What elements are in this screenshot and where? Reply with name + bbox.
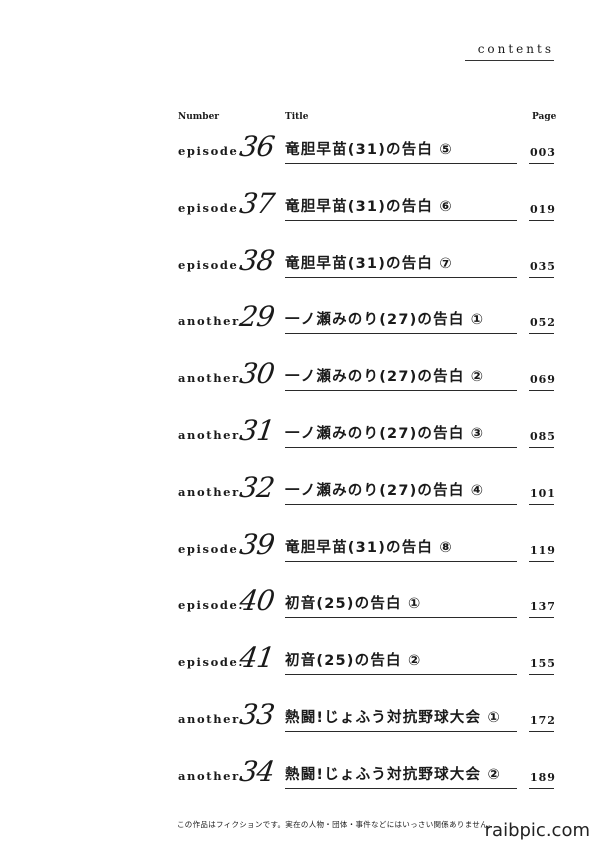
page-underline [529,276,554,278]
page-underline [529,617,554,619]
entry-number: 40 [237,584,276,618]
entry-prefix: another. [178,484,245,499]
entry-prefix: another. [178,428,245,442]
entry-prefix: another. [178,712,245,726]
entry-title: 初音(25)の告白 ① [285,596,422,613]
title-underline [285,560,517,562]
title-underline [285,447,517,448]
entry-page: 069 [530,373,556,387]
entry-number: 34 [237,754,276,788]
entry-page: 035 [530,259,556,273]
toc-entry[interactable]: episode.40 初音(25)の告白 ① 137 [0,578,600,619]
toc-entry[interactable]: episode.41 初音(25)の告白 ② 155 [0,635,600,676]
toc-entry[interactable]: episode.36 竜胆早苗(31)の告白 ⑤ 003 [0,124,600,164]
entry-page: 052 [530,316,556,330]
entry-page: 003 [530,146,556,159]
entry-page: 019 [530,202,556,216]
entry-title: 一ノ瀬みのり(27)の告白 ② [285,369,485,386]
title-underline [285,617,517,619]
toc-entry[interactable]: another.34 熱闘!じょふう対抗野球大会 ② 189 [0,749,600,789]
entry-page: 085 [530,430,556,443]
column-header-number: Number [178,112,220,122]
page-underline [529,333,554,335]
toc-entry[interactable]: another.33 熱闘!じょふう対抗野球大会 ① 172 [0,692,600,732]
column-header-page: Page [532,112,557,122]
title-underline [285,276,517,278]
toc-entry[interactable]: another.32 一ノ瀬みのり(27)の告白 ④ 101 [0,465,600,505]
entry-page: 101 [530,486,556,500]
entry-page: 155 [530,657,556,671]
entry-prefix: episode. [178,655,245,670]
title-underline [285,219,517,221]
entry-title: 一ノ瀬みのり(27)の告白 ③ [285,426,485,442]
entry-title: 一ノ瀬みのり(27)の告白 ① [285,312,485,329]
entry-title: 竜胆早苗(31)の告白 ⑦ [285,255,453,272]
entry-number: 31 [237,414,276,447]
entry-prefix: episode. [178,257,245,272]
title-underline [285,503,517,505]
entry-number: 30 [237,357,276,391]
toc-entry[interactable]: episode.39 竜胆早苗(31)の告白 ⑧ 119 [0,522,600,562]
entry-title: 初音(25)の告白 ② [285,653,422,670]
entry-page: 172 [530,714,556,727]
title-underline [285,787,517,789]
entry-title: 熱闘!じょふう対抗野球大会 ② [285,766,501,783]
entry-number: 29 [237,300,276,334]
toc-entry[interactable]: another.31 一ノ瀬みのり(27)の告白 ③ 085 [0,408,600,448]
title-underline [285,390,517,392]
entry-number: 32 [237,470,276,504]
entry-title: 竜胆早苗(31)の告白 ⑥ [285,198,453,215]
entry-title: 熱闘!じょふう対抗野球大会 ① [285,710,501,726]
disclaimer: この作品はフィクションです。実在の人物・団体・事件などにはいっさい関係ありません… [177,820,496,829]
entry-title: 一ノ瀬みのり(27)の告白 ④ [285,482,485,499]
entry-page: 189 [530,770,556,784]
entry-title: 竜胆早苗(31)の告白 ⑤ [285,142,453,158]
title-underline [285,333,517,335]
entry-prefix: episode. [178,144,245,158]
entry-number: 39 [237,527,276,561]
watermark: raibpic.com [484,820,590,841]
entry-number: 37 [237,186,276,220]
entry-prefix: episode. [178,541,245,556]
page-underline [529,503,554,505]
page-underline [529,674,554,676]
entry-prefix: episode. [178,598,245,613]
toc-entry[interactable]: another.30 一ノ瀬みのり(27)の告白 ② 069 [0,351,600,392]
entry-prefix: another. [178,768,245,783]
page-underline [529,731,554,732]
entry-prefix: episode. [178,200,245,215]
entry-number: 36 [237,130,276,163]
entry-number: 41 [237,641,276,675]
entry-title: 竜胆早苗(31)の告白 ⑧ [285,539,453,556]
entry-prefix: another. [178,371,245,386]
title-underline [285,163,517,164]
title-underline [285,731,517,732]
page-underline [529,787,554,789]
toc-entry[interactable]: another.29 一ノ瀬みのり(27)の告白 ① 052 [0,294,600,335]
toc-entry[interactable]: episode.37 竜胆早苗(31)の告白 ⑥ 019 [0,181,600,221]
title-underline [285,674,517,676]
column-header-title: Title [285,112,309,122]
toc-entry[interactable]: episode.38 竜胆早苗(31)の告白 ⑦ 035 [0,238,600,278]
entry-page: 119 [530,543,556,557]
page-underline [529,390,554,392]
page-underline [529,163,554,164]
entry-number: 33 [237,698,276,731]
header-rule [465,60,554,61]
contents-header: contents [477,42,554,56]
entry-prefix: another. [178,314,245,329]
page-underline [529,560,554,562]
page-underline [529,219,554,221]
page-underline [529,447,554,448]
entry-page: 137 [530,600,556,614]
entry-number: 38 [237,243,276,277]
